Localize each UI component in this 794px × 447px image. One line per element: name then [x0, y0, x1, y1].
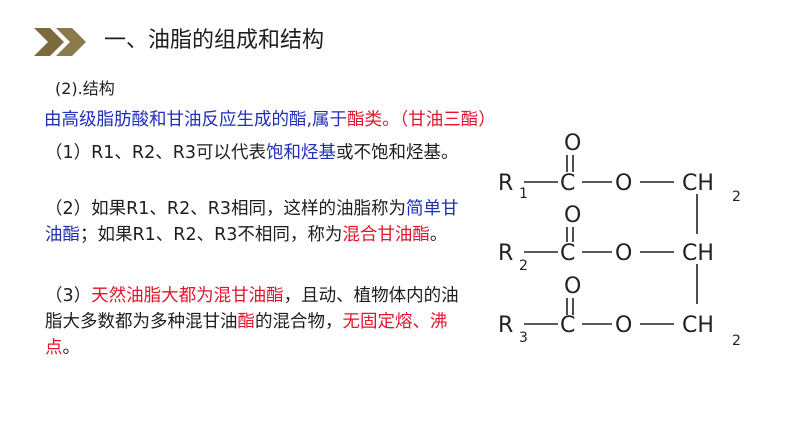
row2-oxygen: O — [615, 241, 632, 266]
definition-suffix: 。（甘油三酯） — [382, 110, 496, 130]
row3-r-group: R — [498, 313, 513, 338]
p3-highlight-ester: 酯 — [237, 312, 256, 332]
paragraph-3: （3）天然油脂大都为混甘油酯，且动、植物体内的油脂大多数都为多种混甘油酯的混合物… — [45, 283, 465, 361]
formula-row-3: O R 3 C O CH 2 — [498, 274, 741, 349]
row1-r-group: R — [498, 171, 513, 196]
p3-text-g: 。 — [62, 338, 81, 358]
row3-double-bond-oxygen: O — [564, 274, 581, 299]
row3-ch-subscript: 2 — [732, 333, 741, 349]
p3-text-c: ，且动、植物体内的油脂大多数都为多种混甘油 — [45, 286, 459, 332]
row2-r-group: R — [498, 241, 513, 266]
p3-text-e: 的混合物， — [255, 312, 343, 332]
row1-ch: CH — [682, 171, 714, 196]
p2-highlight-mixed: 混合甘油酯 — [342, 225, 430, 245]
row3-r-subscript: 3 — [519, 330, 528, 346]
row1-double-bond-oxygen: O — [564, 131, 581, 156]
row1-r-subscript: 1 — [519, 186, 528, 202]
definition-line: 由高级脂肪酸和甘油反应生成的酯,属于酯类。（甘油三酯） — [44, 108, 496, 132]
section-subheading: (2).结构 — [55, 79, 115, 98]
p1-text-a: （1）R1、R2、R3可以代表 — [45, 143, 267, 163]
paragraph-1: （1）R1、R2、R3可以代表饱和烃基或不饱和烃基。 — [45, 140, 465, 166]
p3-highlight-natural: 天然油脂大都为混甘油酯 — [91, 286, 284, 306]
row2-r-subscript: 2 — [519, 258, 528, 274]
row3-oxygen: O — [615, 313, 632, 338]
p2-highlight-simple: 简单甘油酯 — [45, 199, 459, 245]
row3-carbon: C — [560, 313, 575, 338]
row2-carbon: C — [560, 241, 575, 266]
row1-ch-subscript: 2 — [732, 189, 741, 205]
page-title: 一、油脂的组成和结构 — [104, 28, 325, 53]
p3-highlight-melting: 无固定熔、沸点 — [45, 312, 448, 358]
row1-oxygen: O — [615, 171, 632, 196]
p2-text-c: ；如果R1、R2、R3不相同，称为 — [80, 225, 343, 245]
double-chevron-icon — [34, 28, 86, 56]
formula-row-2: O R 2 C O CH — [498, 203, 714, 304]
row3-ch: CH — [682, 313, 714, 338]
row2-double-bond-oxygen: O — [564, 203, 581, 228]
p1-text-c: 或不饱和烃基。 — [336, 143, 459, 163]
p2-text-a: （2）如果R1、R2、R3相同，这样的油脂称为 — [45, 199, 407, 219]
triglyceride-structure-diagram: O R 1 C O CH 2 O R 2 C O CH O R 3 C — [498, 131, 741, 349]
paragraph-2: （2）如果R1、R2、R3相同，这样的油脂称为简单甘油酯；如果R1、R2、R3不… — [45, 196, 465, 248]
p1-highlight: 饱和烃基 — [266, 143, 337, 163]
row2-ch: CH — [682, 241, 714, 266]
p2-text-e: 。 — [429, 225, 448, 245]
p3-text-a: （3） — [45, 286, 92, 306]
definition-text: 由高级脂肪酸和甘油反应生成的酯,属于 — [44, 110, 348, 130]
formula-row-1: O R 1 C O CH 2 — [498, 131, 741, 234]
definition-highlight: 酯类 — [347, 110, 383, 130]
row1-carbon: C — [560, 171, 575, 196]
